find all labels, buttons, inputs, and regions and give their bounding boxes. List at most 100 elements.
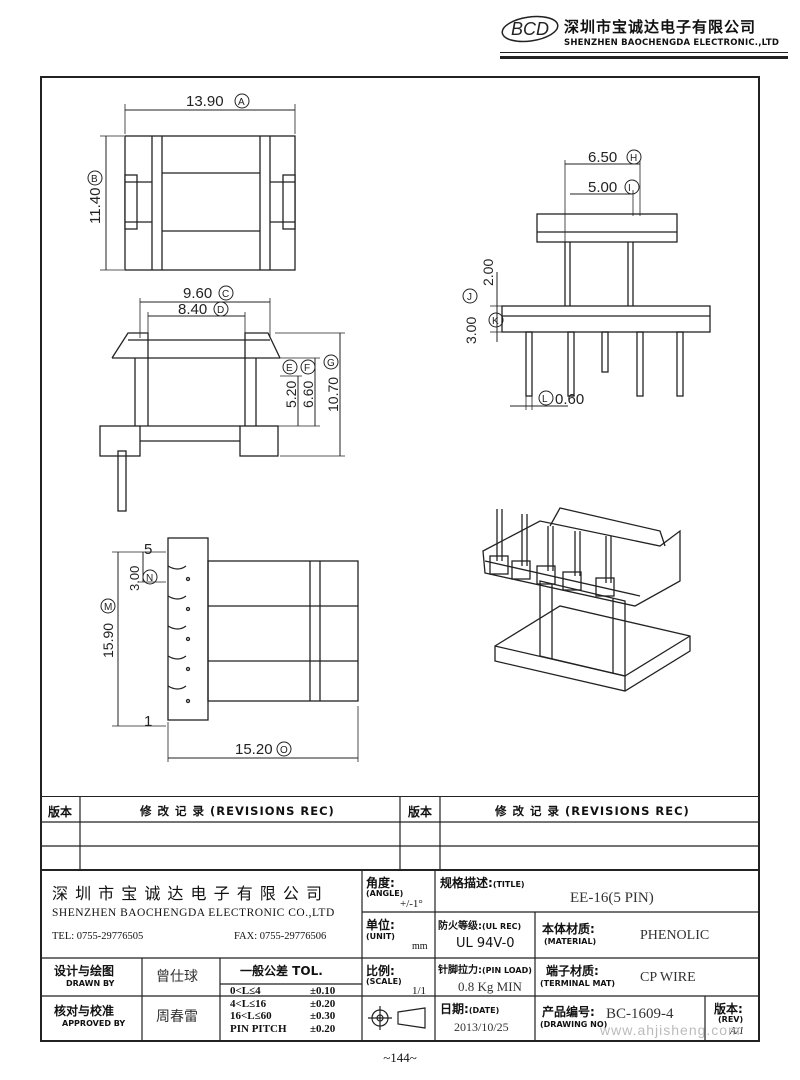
dim-c-tag: C [222,289,229,300]
drawn-label: 设计与绘图 [54,964,115,978]
dim-e-value: 5.20 [283,381,299,408]
dim-g-tag: G [327,358,335,369]
ul-label-group: 防火等级:(UL REC) [438,916,521,934]
dim-k-tag: K [492,316,499,327]
material-label: 本体材质: [542,922,595,936]
tb-company-cn: 深 圳 市 宝 诚 达 电 子 有 限 公 司 [52,884,323,903]
ul-value: UL 94V-0 [456,936,515,951]
technical-drawing: 13.90 A 11.40 B 9.60 [87,93,711,762]
title-value: EE-16(5 PIN) [570,890,654,906]
dim-m-tag: M [104,602,112,613]
unit-label: 单位: [366,918,395,932]
date-sub: (DATE) [468,1006,500,1015]
approved-sub: APPROVED BY [62,1019,126,1028]
bottom-view [112,537,359,762]
angle-value: +/-1° [400,898,423,910]
dim-b-tag: B [91,174,98,185]
dim-d-value: 8.40 [178,301,207,318]
rev-col3-label: 版本 [408,805,433,819]
drawingno-value: BC-1609-4 [606,1006,674,1022]
unit-sub: (UNIT) [366,932,395,941]
top-view [100,104,296,271]
approved-label: 核对与校准 [54,1004,115,1018]
dim-f-tag: F [304,363,310,374]
tol-row: PIN PITCH±0.20 [230,1022,336,1035]
terminal-value: CP WIRE [640,970,696,985]
date-value: 2013/10/25 [454,1020,509,1034]
scale-sub: (SCALE) [366,977,402,986]
dim-o-tag: O [280,745,288,756]
pinload-label-group: 针脚拉力:(PIN LOAD) [438,960,532,978]
terminal-sub: (TERMINAL MAT) [540,979,616,988]
dim-o-value: 15.20 [235,741,273,758]
dim-m-value: 15.90 [100,623,116,658]
pin-5-label: 5 [144,541,152,558]
header-company-en: SHENZHEN BAOCHENGDA ELECTRONIC.,LTD [564,38,780,48]
approved-by-name: 周春雷 [156,1009,198,1025]
tb-fax: FAX: 0755-29776506 [234,931,327,942]
title-sub: (TITLE) [492,880,525,889]
dim-k-value: 3.00 [463,317,479,344]
dim-l-value: 0.60 [555,391,584,408]
dim-i-tag: I [628,183,631,194]
rev-value: A/1 [730,1026,744,1037]
tolerance-table: 0<L≤4±0.10 4<L≤16±0.20 16<L≤60±0.30 PIN … [230,985,335,1035]
title-label-group: 规格描述:(TITLE) [440,874,525,892]
angle-label: 角度: [366,876,395,890]
material-sub: (MATERIAL) [544,937,597,946]
drawingno-sub: (DRAWING NO) [540,1020,608,1029]
front-view [99,298,345,512]
rev-col2-label: 修 改 记 录 (REVISIONS REC) [140,804,335,818]
pinload-sub: (PIN LOAD) [482,966,532,975]
dim-e-tag: E [286,363,293,374]
page-number: ~144~ [383,1050,417,1065]
company-logo: BCD [501,15,559,43]
date-label-group: 日期:(DATE) [440,1000,499,1018]
drawn-sub: DRAWN BY [66,979,115,988]
dim-j-tag: J [467,292,472,303]
dim-a-value: 13.90 [186,93,224,110]
material-value: PHENOLIC [640,928,710,943]
dim-h-tag: H [630,153,637,164]
drawingno-label: 产品编号: [542,1005,595,1019]
title-label: 规格描述: [440,876,493,890]
dim-c-value: 9.60 [183,285,212,302]
rev-col4-label: 修 改 记 录 (REVISIONS REC) [495,804,690,818]
dim-f-value: 6.60 [300,381,316,408]
dim-b-value: 11.40 [87,188,104,224]
date-label: 日期: [440,1002,469,1016]
tb-tel: TEL: 0755-29776505 [52,931,144,942]
header-rule-thick [500,56,788,59]
side-view [490,160,711,410]
dim-h-value: 6.50 [588,149,617,166]
pin-1-label: 1 [144,713,152,730]
dim-n-value: 3.00 [127,566,142,591]
dim-l-tag: L [542,394,548,405]
tol-row: 16<L≤60±0.30 [230,1010,336,1022]
pinload-label: 针脚拉力: [438,965,482,976]
isometric-view [482,507,691,692]
dim-i-value: 5.00 [588,179,617,196]
tol-row: 0<L≤4±0.10 [230,985,336,997]
tb-company-en: SHENZHEN BAOCHENGDA ELECTRONIC CO.,LTD [52,907,335,919]
angle-sub: (ANGLE) [366,889,404,898]
dim-n-tag: N [146,573,153,584]
rev-sub: (REV) [718,1015,744,1024]
dim-g-value: 10.70 [325,377,341,412]
unit-value: mm [412,941,428,952]
pinload-value: 0.8 Kg MIN [458,979,522,994]
dim-a-tag: A [238,97,245,108]
ul-sub: (UL REC) [482,922,522,931]
dim-d-tag: D [217,305,224,316]
rev-label: 版本: [714,1002,743,1016]
tol-row: 4<L≤16±0.20 [230,997,336,1010]
scale-value: 1/1 [412,985,427,997]
title-block-grid [40,796,760,1042]
header-company-cn: 深圳市宝诚达电子有限公司 [564,18,757,36]
ul-label: 防火等级: [438,921,482,932]
watermark: www.ahjisheng.com [600,1022,741,1038]
header-rule [500,52,788,53]
drawn-by-name: 曾仕球 [156,969,198,985]
rev-col1-label: 版本 [48,805,73,819]
scale-label: 比例: [366,964,395,978]
